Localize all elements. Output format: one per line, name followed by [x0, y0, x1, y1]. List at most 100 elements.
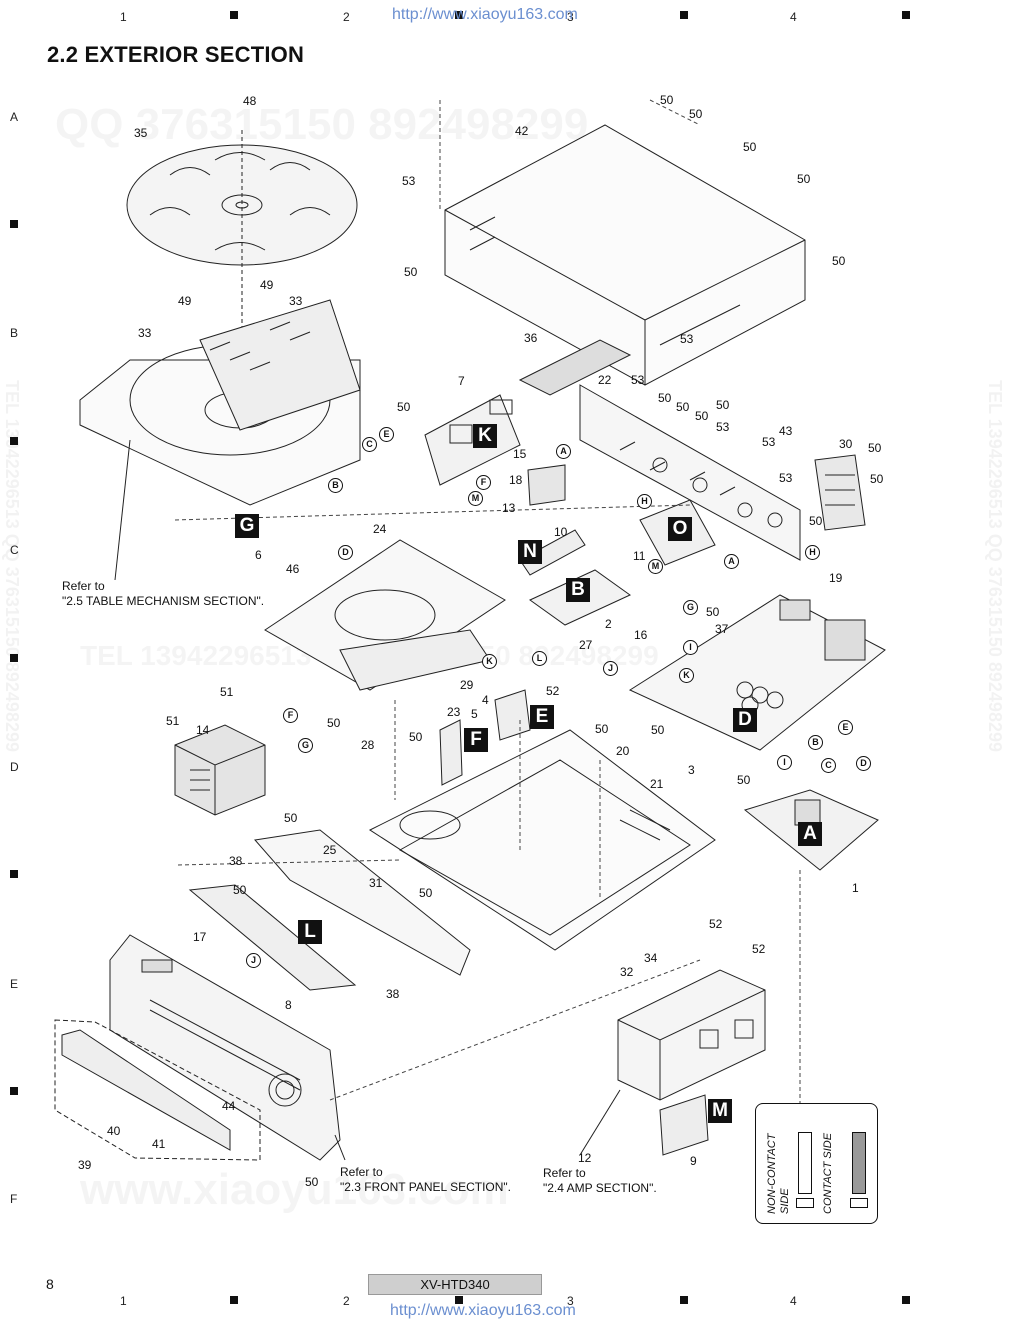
- callout-24: 24: [373, 522, 387, 536]
- callout-16: 16: [634, 628, 648, 642]
- ref-front-panel-section: Refer to "2.3 FRONT PANEL SECTION".: [340, 1165, 511, 1194]
- callout-25: 25: [323, 843, 337, 857]
- badge-e: E: [530, 705, 554, 729]
- column-number-4: 4: [790, 10, 797, 24]
- connector-tag-d: D: [338, 545, 353, 560]
- connector-tag-j: J: [603, 661, 618, 676]
- connector-tag-m: M: [648, 559, 663, 574]
- grid-marker: [10, 654, 18, 662]
- connector-tag-e: E: [379, 427, 394, 442]
- column-number-4: 4: [790, 1294, 797, 1308]
- connector-tag-f: F: [476, 475, 491, 490]
- badge-d: D: [733, 708, 757, 732]
- column-number-2: 2: [343, 1294, 350, 1308]
- callout-7: 7: [458, 374, 465, 388]
- callout-41: 41: [152, 1137, 166, 1151]
- callout-31: 31: [369, 876, 383, 890]
- callout-50: 50: [797, 172, 811, 186]
- callout-18: 18: [509, 473, 523, 487]
- callout-5: 5: [471, 707, 478, 721]
- callout-50: 50: [660, 93, 674, 107]
- callout-46: 46: [286, 562, 300, 576]
- badge-l: L: [298, 920, 322, 944]
- callout-10: 10: [554, 525, 568, 539]
- callout-53: 53: [402, 174, 416, 188]
- connector-tag-d: D: [856, 756, 871, 771]
- callout-50: 50: [595, 722, 609, 736]
- callout-53: 53: [779, 471, 793, 485]
- callout-50: 50: [397, 400, 411, 414]
- callout-39: 39: [78, 1158, 92, 1172]
- callout-50: 50: [689, 107, 703, 121]
- connector-tag-j: J: [246, 953, 261, 968]
- callout-53: 53: [762, 435, 776, 449]
- grid-marker: [10, 220, 18, 228]
- row-letter-a: A: [10, 110, 19, 124]
- callout-4: 4: [482, 693, 489, 707]
- badge-m: M: [708, 1099, 732, 1123]
- connector-tag-b: B: [328, 478, 343, 493]
- callout-35: 35: [134, 126, 148, 140]
- connector-tag-h: H: [637, 494, 652, 509]
- callout-1: 1: [852, 881, 859, 895]
- callout-48: 48: [243, 94, 257, 108]
- callout-50: 50: [409, 730, 423, 744]
- callout-50: 50: [419, 886, 433, 900]
- grid-marker: [455, 11, 463, 19]
- grid-marker: [10, 870, 18, 878]
- callout-51: 51: [166, 714, 180, 728]
- grid-marker: [902, 11, 910, 19]
- row-letter-c: C: [10, 543, 19, 557]
- column-number-1: 1: [120, 1294, 127, 1308]
- footer-url-link[interactable]: http://www.xiaoyu163.com: [390, 1302, 576, 1319]
- grid-marker: [10, 1087, 18, 1095]
- callout-52: 52: [752, 942, 766, 956]
- callout-6: 6: [255, 548, 262, 562]
- callout-30: 30: [839, 437, 853, 451]
- header-url-link[interactable]: http://www.xiaoyu163.com: [392, 6, 578, 23]
- connector-tag-k: K: [679, 668, 694, 683]
- callout-33: 33: [289, 294, 303, 308]
- callout-38: 38: [229, 854, 243, 868]
- callout-40: 40: [107, 1124, 121, 1138]
- grid-marker: [230, 11, 238, 19]
- callout-11: 11: [633, 549, 646, 563]
- callout-53: 53: [680, 332, 694, 346]
- callout-15: 15: [513, 447, 527, 461]
- callout-50: 50: [737, 773, 751, 787]
- grid-marker: [10, 437, 18, 445]
- callout-50: 50: [658, 391, 672, 405]
- callout-50: 50: [706, 605, 720, 619]
- callout-22: 22: [598, 373, 612, 387]
- connector-tag-c: C: [821, 758, 836, 773]
- grid-marker: [902, 1296, 910, 1304]
- watermark-qq: QQ 376315150 892498299: [55, 100, 588, 150]
- row-letter-e: E: [10, 977, 19, 991]
- callout-9: 9: [690, 1154, 697, 1168]
- contact-tab: [850, 1198, 868, 1208]
- callout-20: 20: [616, 744, 630, 758]
- callout-50: 50: [404, 265, 418, 279]
- callout-50: 50: [695, 409, 709, 423]
- callout-29: 29: [460, 678, 474, 692]
- badge-k: K: [473, 424, 497, 448]
- connector-tag-m: M: [468, 491, 483, 506]
- legend-contact-side: CONTACT SIDE: [822, 1132, 834, 1214]
- column-number-1: 1: [120, 10, 127, 24]
- grid-marker: [680, 1296, 688, 1304]
- callout-50: 50: [327, 716, 341, 730]
- callout-42: 42: [515, 124, 529, 138]
- page-number: 8: [46, 1276, 54, 1292]
- ref-table-mechanism-section: Refer to "2.5 TABLE MECHANISM SECTION".: [62, 579, 265, 608]
- connector-tag-a: A: [556, 444, 571, 459]
- connector-tag-c: C: [362, 437, 377, 452]
- row-letter-d: D: [10, 760, 19, 774]
- callout-34: 34: [644, 951, 658, 965]
- grid-marker: [455, 1296, 463, 1304]
- non-contact-tab: [796, 1198, 814, 1208]
- legend-non-contact-side: NON-CONTACT SIDE: [766, 1133, 791, 1214]
- callout-49: 49: [178, 294, 192, 308]
- grid-marker: [230, 1296, 238, 1304]
- callout-50: 50: [716, 398, 730, 412]
- callout-52: 52: [709, 917, 723, 931]
